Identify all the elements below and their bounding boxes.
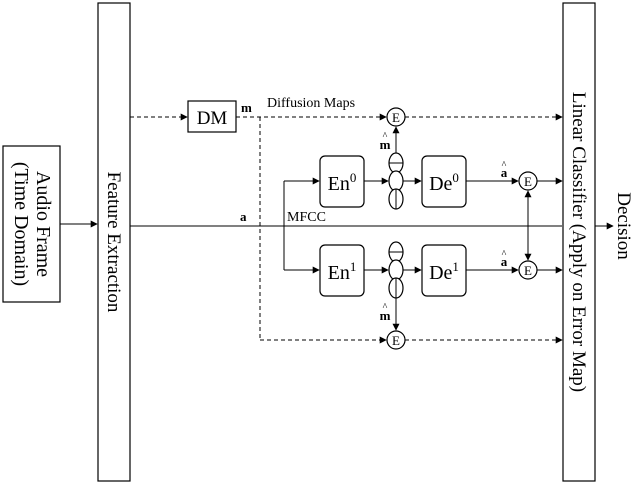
svg-text:^: ^ (383, 302, 388, 313)
dm-block: DM (187, 100, 237, 133)
a-hat-label-0: ^ a (501, 160, 508, 180)
m-hat-label-top: ^ m (380, 131, 391, 152)
latent-code-1 (388, 241, 404, 299)
feature-extraction-block: Feature Extraction (97, 2, 131, 482)
m-signal-label: m (241, 100, 252, 115)
decoder0-superscript: 0 (452, 170, 459, 185)
encoder1-block: En1 (319, 244, 365, 297)
diffusion-maps-label: Diffusion Maps (267, 96, 355, 111)
svg-text:^: ^ (502, 249, 507, 260)
svg-text:m: m (380, 308, 391, 323)
encoder1-superscript: 1 (350, 259, 357, 274)
decoder0-block: De0 (421, 155, 467, 208)
connection-lines (60, 113, 614, 344)
svg-text:E: E (524, 174, 532, 189)
dm-label: DM (197, 108, 228, 129)
svg-text:a: a (501, 254, 508, 269)
a-hat-label-1: ^ a (501, 249, 508, 269)
error-node-a0: E (518, 171, 538, 191)
decision-label: Decision (613, 192, 634, 260)
m-hat-label-bottom: ^ m (380, 302, 391, 323)
svg-text:^: ^ (383, 131, 388, 142)
encoder0-label: En (328, 173, 350, 195)
svg-text:En1: En1 (328, 259, 357, 284)
error-node-a1: E (518, 260, 538, 280)
svg-text:^: ^ (502, 160, 507, 171)
svg-text:De0: De0 (429, 170, 459, 195)
decoder0-label: De (429, 173, 452, 195)
decoder1-superscript: 1 (452, 259, 459, 274)
encoder1-label: En (328, 262, 350, 284)
linear-classifier-block: Linear Classifier (Apply on Error Map) (562, 2, 596, 482)
encoder0-superscript: 0 (350, 170, 357, 185)
a-signal-label: a (240, 209, 247, 224)
error-node-bottom: E (386, 330, 406, 350)
decoder1-block: De1 (421, 244, 467, 297)
svg-text:E: E (392, 110, 400, 125)
svg-text:m: m (380, 137, 391, 152)
svg-text:E: E (524, 263, 532, 278)
encoder0-block: En0 (319, 155, 365, 208)
decoder1-label: De (429, 262, 452, 284)
linear-classifier-label: Linear Classifier (Apply on Error Map) (568, 92, 589, 392)
svg-text:a: a (501, 165, 508, 180)
svg-text:En0: En0 (328, 170, 357, 195)
mfcc-label: MFCC (287, 210, 326, 225)
audio-frame-label-line1: Audio Frame (32, 171, 54, 277)
error-node-top: E (386, 107, 406, 127)
svg-text:E: E (392, 333, 400, 348)
audio-frame-label-line2: (Time Domain) (10, 162, 32, 286)
latent-code-0 (388, 152, 404, 210)
audio-frame-block: Audio Frame (Time Domain) (2, 145, 61, 303)
feature-extraction-label: Feature Extraction (103, 172, 124, 313)
svg-text:De1: De1 (429, 259, 459, 284)
